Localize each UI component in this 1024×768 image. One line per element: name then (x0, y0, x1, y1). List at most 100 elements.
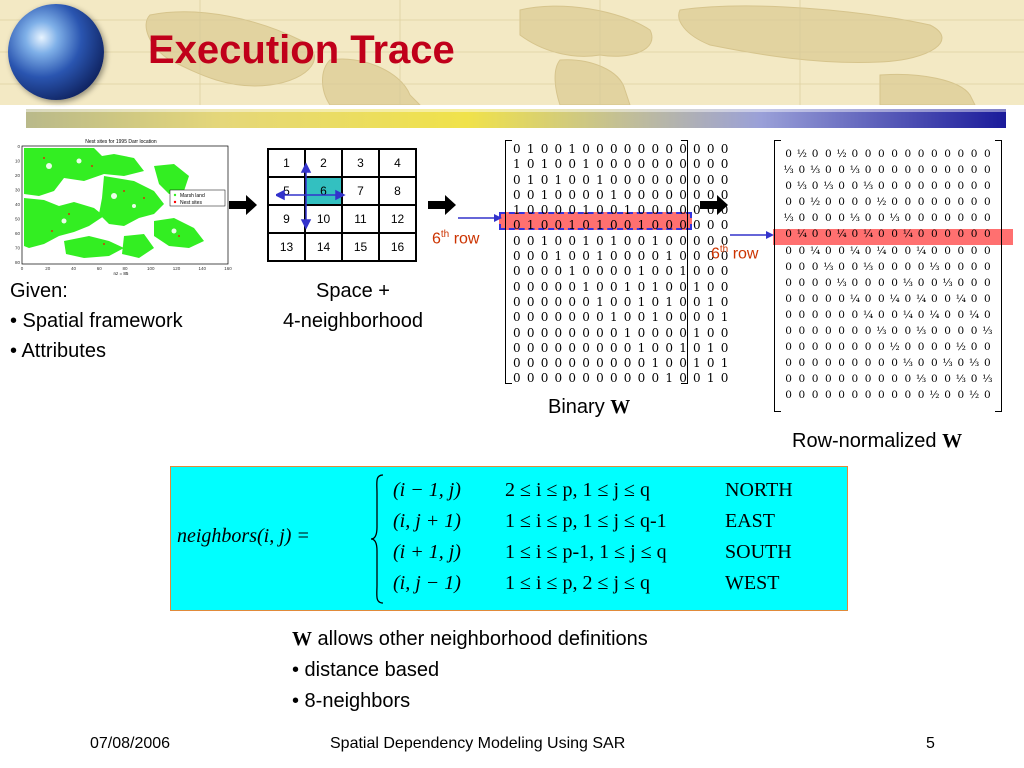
normalized-cell: 0 (825, 325, 832, 338)
normalized-cell: 0 (957, 244, 965, 257)
normalized-cell: ¼ (902, 308, 913, 321)
normalized-cell: ⅓ (889, 212, 900, 225)
normalized-cell: 0 (798, 308, 806, 321)
normalized-cell: 0 (891, 276, 898, 289)
grid-cell: 4 (379, 149, 416, 177)
normalized-cell: 0 (838, 389, 845, 402)
normalized-cell: ½ (810, 196, 821, 209)
normalized-cell: 0 (785, 228, 792, 241)
normalized-cell: 0 (931, 212, 938, 225)
grid-cell: 9 (268, 205, 305, 233)
normalized-row6-highlight (773, 229, 1013, 245)
normalized-cell: 0 (931, 244, 938, 257)
normalized-cell: 0 (944, 196, 951, 209)
normalized-cell: ⅓ (863, 260, 874, 273)
normalized-cell: 0 (825, 389, 832, 402)
normalized-cell: 0 (931, 325, 938, 338)
notes-block: W allows other neighborhood definitions … (292, 624, 648, 717)
normalized-cell: 0 (917, 276, 925, 289)
formula-brace (370, 474, 384, 604)
normalized-cell: 0 (798, 212, 806, 225)
normalized-cell: 0 (851, 180, 859, 193)
normalized-cell: 0 (878, 357, 885, 370)
map-y-tick: 10 (15, 159, 21, 164)
normalized-cell: 0 (904, 244, 912, 257)
normalized-cell: 0 (984, 357, 991, 370)
normalized-cell: 0 (878, 180, 885, 193)
map-x-tick: 0 (21, 266, 24, 271)
normalized-cell: 0 (838, 180, 845, 193)
map-y-tick: 40 (15, 202, 21, 207)
normalized-cell: 0 (944, 228, 951, 241)
binary-row: 0 0 0 0 1 0 0 0 0 1 0 0 1 0 0 0 (513, 264, 730, 279)
normalized-cell: ⅓ (942, 276, 953, 289)
normalized-cell: 0 (851, 341, 859, 354)
normalized-cell: ⅓ (916, 373, 927, 386)
normalized-cell: 0 (904, 373, 912, 386)
normalized-cell: 0 (785, 373, 792, 386)
binary-row: 0 1 0 0 1 0 0 0 0 0 0 0 0 0 0 0 (513, 142, 730, 156)
normalized-cell: 0 (878, 148, 885, 160)
formula-case-cond: 1 ≤ i ≤ p, 2 ≤ j ≤ q (505, 572, 651, 594)
normalized-cell: 0 (798, 164, 806, 177)
normalized-cell: 0 (811, 260, 819, 273)
normalized-cell: 0 (970, 164, 978, 177)
normalized-cell: 0 (851, 325, 859, 338)
normalized-cell: ⅓ (902, 357, 913, 370)
normalized-cell: ¼ (955, 292, 966, 305)
normalized-cell: 0 (825, 196, 832, 209)
binary-row: 0 0 0 0 0 0 0 1 0 0 1 0 0 0 0 1 (513, 310, 730, 325)
normalized-cell: 0 (917, 180, 925, 193)
row-pointer-arrow (730, 231, 774, 239)
normalized-cell: 0 (931, 180, 938, 193)
normalized-cell: 0 (851, 389, 859, 402)
binary-row: 0 0 0 0 0 0 0 0 0 1 0 0 1 0 1 0 (513, 340, 730, 355)
normalized-cell: 0 (957, 196, 965, 209)
normalized-cell: 0 (851, 148, 859, 160)
normalized-cell: 0 (864, 164, 872, 177)
normalized-cell: 0 (785, 196, 792, 209)
map-title: Nest sites for 1995 Darr location (85, 139, 157, 145)
normalized-bracket-left (774, 140, 781, 412)
normalized-cell: ¼ (849, 292, 860, 305)
normalized-cell: 0 (811, 292, 819, 305)
normalized-cell: 0 (864, 292, 872, 305)
binary-row: 0 0 0 0 0 0 0 0 0 0 1 0 0 1 0 1 (513, 356, 730, 371)
normalized-cell: 0 (811, 308, 819, 321)
footer-page-number: 5 (926, 735, 935, 752)
map-x-tick: 140 (198, 266, 206, 271)
binary-row: 0 1 0 0 1 0 1 0 0 1 0 0 0 0 0 0 (513, 218, 730, 233)
normalized-cell: 0 (917, 212, 925, 225)
normalized-cell: 0 (825, 276, 832, 289)
normalized-cell: ⅓ (823, 180, 834, 193)
map-x-tick: 160 (224, 266, 232, 271)
normalized-cell: 0 (957, 276, 965, 289)
normalized-cell: 0 (891, 260, 898, 273)
normalized-cell: ⅓ (783, 164, 794, 177)
normalized-cell: 0 (851, 196, 859, 209)
binary-row: 0 0 1 0 0 1 0 1 0 0 1 0 0 0 0 0 (513, 233, 730, 248)
footer-date: 07/08/2006 (90, 735, 171, 752)
normalized-cell: 0 (811, 357, 819, 370)
normalized-cell: 0 (798, 341, 806, 354)
normalized-cell: 0 (984, 228, 991, 241)
normalized-cell: 0 (984, 276, 991, 289)
normalized-cell: ⅓ (916, 325, 927, 338)
globe-logo (8, 4, 104, 100)
formula-case-dir: SOUTH (725, 541, 792, 563)
normalized-cell: 0 (891, 373, 898, 386)
given-heading: Given: (10, 280, 68, 302)
normalized-cell: 0 (825, 228, 832, 241)
normalized-cell: ⅓ (969, 357, 980, 370)
normalized-cell: 0 (931, 373, 938, 386)
normalized-cell: 0 (864, 357, 872, 370)
normalized-cell: 0 (891, 325, 898, 338)
neighbor-arrows (276, 162, 346, 230)
given-block: Given: • Spatial framework • Attributes (10, 276, 183, 366)
normalized-cell: 0 (957, 308, 965, 321)
